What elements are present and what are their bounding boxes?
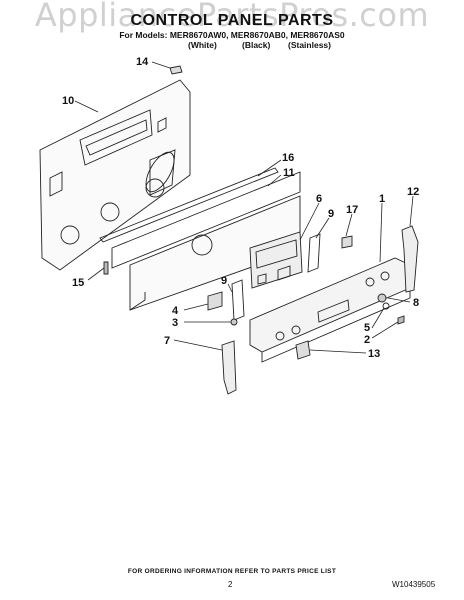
document-number: W10439505 xyxy=(392,580,436,589)
callout-17: 17 xyxy=(346,204,358,216)
screw-part xyxy=(103,261,109,275)
end-cap-part xyxy=(401,225,419,293)
color-white: (White) xyxy=(188,40,217,50)
knob-insert-part xyxy=(377,293,387,303)
callout-12: 12 xyxy=(407,186,419,198)
page-title: CONTROL PANEL PARTS xyxy=(130,12,334,29)
callout-labels: 14 10 16 11 6 9 17 1 12 15 9 4 3 7 8 5 2… xyxy=(62,56,419,360)
leader-lines xyxy=(74,61,414,354)
callout-13: 13 xyxy=(368,348,380,360)
callout-4: 4 xyxy=(172,305,179,317)
callout-16: 16 xyxy=(282,152,294,164)
knob-part xyxy=(295,340,311,360)
electronic-control-part xyxy=(249,231,303,289)
left-end-cap-part xyxy=(221,340,237,395)
bracket-upper-part xyxy=(307,233,321,273)
callout-6: 6 xyxy=(316,193,322,205)
switch-part xyxy=(207,291,223,311)
small-screw-part xyxy=(230,318,238,326)
callout-14: 14 xyxy=(136,56,149,68)
ordering-note: FOR ORDERING INFORMATION REFER TO PARTS … xyxy=(127,568,337,575)
callout-9-upper: 9 xyxy=(328,208,334,220)
knob-screw-part xyxy=(397,315,405,325)
site-watermark: AppliancePartsPros.com xyxy=(34,0,430,34)
callout-1: 1 xyxy=(379,193,385,205)
callout-7: 7 xyxy=(164,335,170,347)
callout-9-lower: 9 xyxy=(221,275,227,287)
callout-10: 10 xyxy=(62,95,74,107)
callout-15: 15 xyxy=(72,277,84,289)
callout-11: 11 xyxy=(283,167,295,179)
callout-2: 2 xyxy=(364,334,370,346)
color-black: (Black) xyxy=(242,40,271,50)
rear-panel-part xyxy=(39,79,191,271)
model-list: For Models: MER8670AW0, MER8670AB0, MER8… xyxy=(119,30,345,40)
callout-3: 3 xyxy=(172,317,178,329)
callout-8: 8 xyxy=(413,297,419,309)
page-number: 2 xyxy=(228,580,233,589)
block-part xyxy=(341,235,353,249)
knob-spring-part xyxy=(382,302,390,310)
clip-part xyxy=(169,65,183,75)
bracket-lower-part xyxy=(231,279,245,321)
color-stainless: (Stainless) xyxy=(288,40,331,50)
trim-strip-part xyxy=(99,167,279,243)
callout-5: 5 xyxy=(364,322,370,334)
